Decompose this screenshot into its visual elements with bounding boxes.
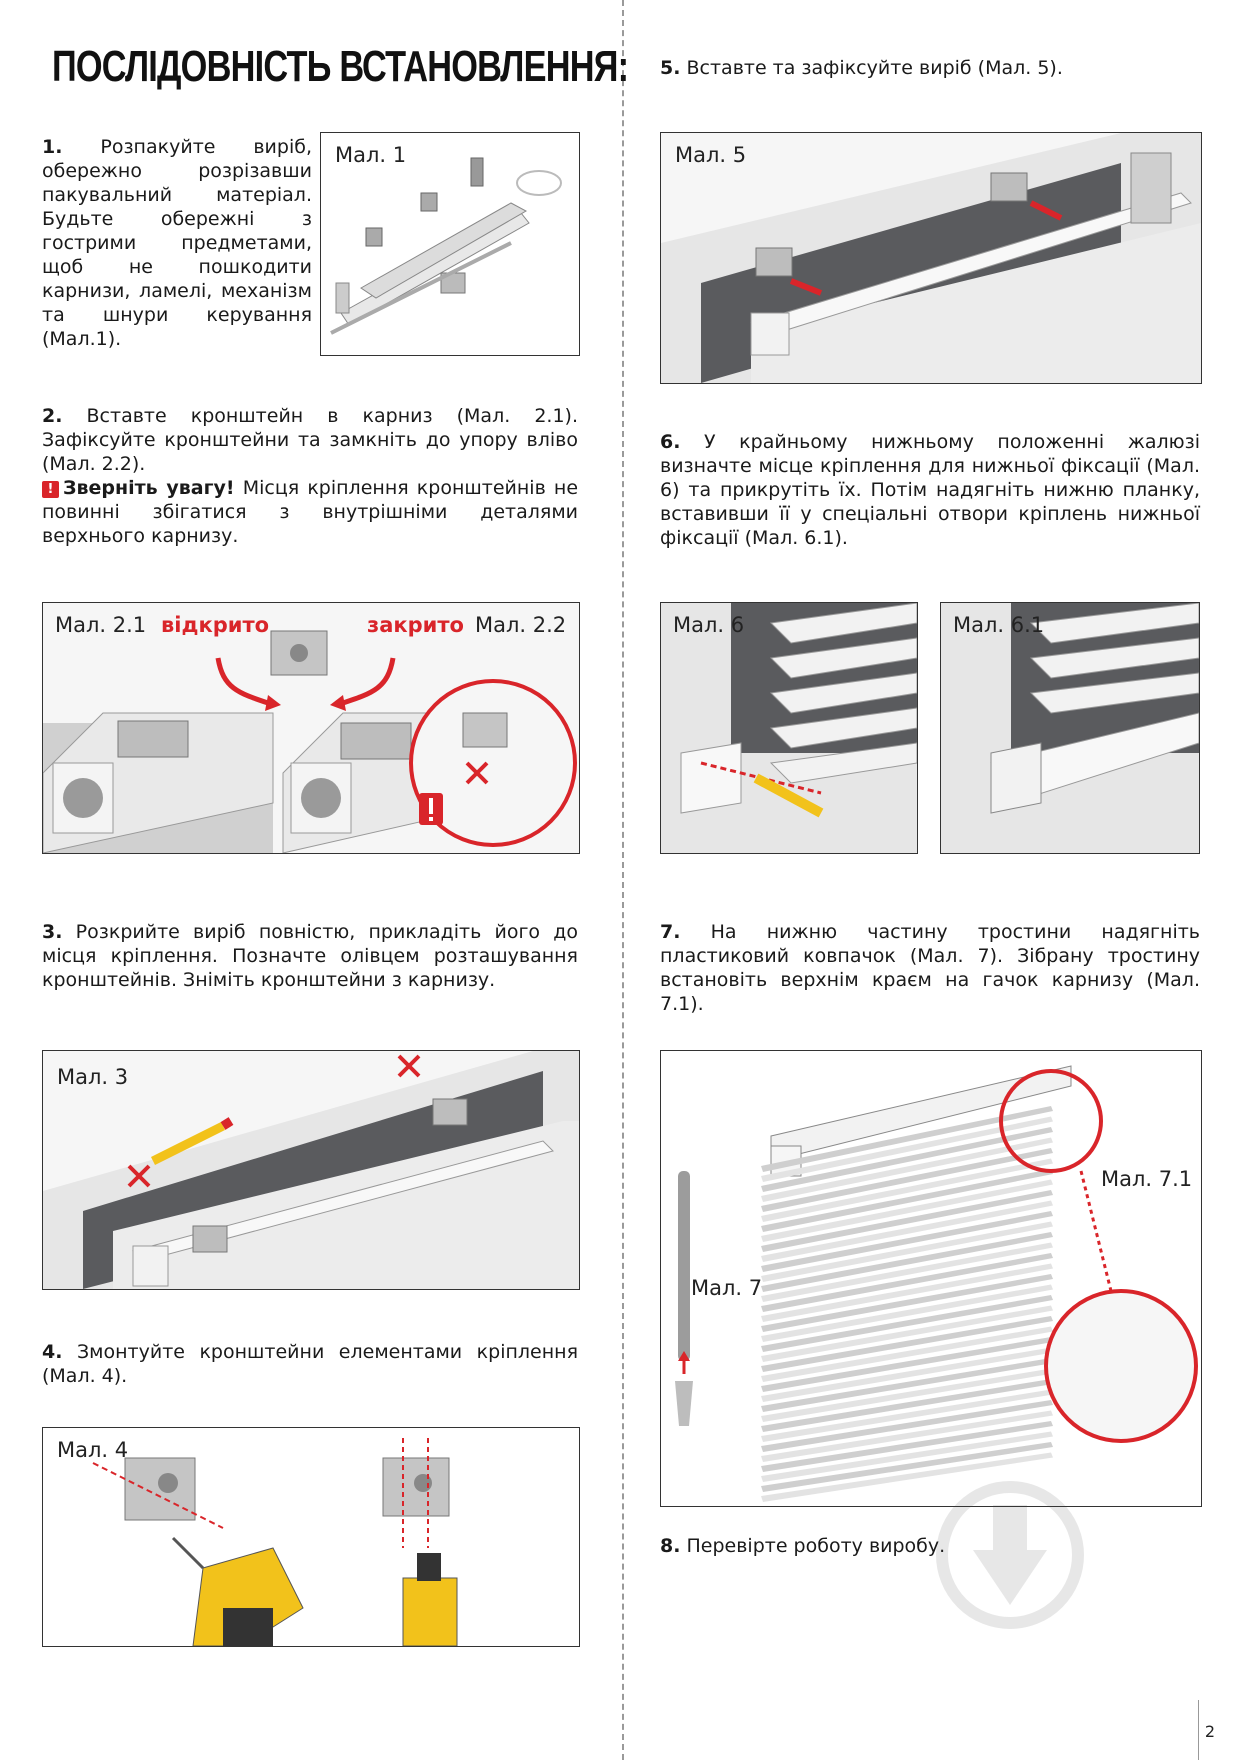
figure-2: Мал. 2.1 відкрито закрито Мал. 2.2 — [42, 602, 580, 854]
step-2-text: 2. Вставте кронштейн в карниз (Мал. 2.1)… — [42, 404, 578, 548]
blind-slat — [761, 1295, 1053, 1352]
blind-slat — [761, 1284, 1053, 1342]
step-7-text: 7. На нижню частину тростини надягніть п… — [660, 920, 1200, 1016]
blind-slat — [761, 1358, 1053, 1412]
blind-slat — [761, 1148, 1053, 1212]
step-4-number: 4. — [42, 1341, 63, 1363]
figure-5-illustration — [661, 133, 1201, 383]
figure-6-1-label: Мал. 6.1 — [953, 613, 1045, 637]
watermark-logo — [936, 1481, 1084, 1629]
step-2-body: Вставте кронштейн в карниз (Мал. 2.1). З… — [42, 405, 578, 475]
step-5-body: Вставте та зафіксуйте виріб (Мал. 5). — [686, 57, 1063, 79]
open-label: відкрито — [161, 613, 270, 637]
step-5-number: 5. — [660, 57, 681, 79]
step-6-text: 6. У крайньому нижньому положенні жалюзі… — [660, 430, 1200, 550]
step-1-body: Розпакуйте виріб, обережно розрізавши па… — [42, 136, 312, 350]
blind-slat — [761, 1263, 1053, 1322]
blind-slat — [761, 1116, 1053, 1182]
step-3-text: 3. Розкрийте виріб повністю, прикладіть … — [42, 920, 578, 992]
blind-slat — [761, 1106, 1053, 1172]
step-2-number: 2. — [42, 405, 63, 427]
blind-slat — [761, 1368, 1053, 1422]
blind-slat — [761, 1274, 1053, 1332]
step-8-number: 8. — [660, 1535, 681, 1557]
page-title: ПОСЛІДОВНІСТЬ ВСТАНОВЛЕННЯ: — [52, 42, 629, 91]
step-7-number: 7. — [660, 921, 681, 943]
figure-5-label: Мал. 5 — [675, 143, 747, 167]
blind-slat — [761, 1158, 1053, 1222]
blind-slat — [761, 1253, 1053, 1312]
blind-slat — [761, 1127, 1053, 1192]
figure-4: Мал. 4 — [42, 1427, 580, 1647]
step-4-text: 4. Змонтуйте кронштейни елементами кріпл… — [42, 1340, 578, 1388]
figure-6: Мал. 6 — [660, 602, 918, 854]
blind-slat — [761, 1326, 1053, 1382]
figure-5: Мал. 5 — [660, 132, 1202, 384]
blind-slat — [761, 1200, 1053, 1262]
warning-icon: ! — [42, 481, 59, 498]
figure-1: Мал. 1 — [320, 132, 580, 356]
blind-slat — [761, 1421, 1053, 1472]
figure-7-label: Мал. 7 — [691, 1276, 763, 1300]
step-6-body: У крайньому нижньому положенні жалюзі ви… — [660, 431, 1200, 549]
page-number: 2 — [1204, 1722, 1215, 1741]
figure-6-illustration — [661, 603, 917, 853]
figure-1-label: Мал. 1 — [335, 143, 407, 167]
blind-slat — [761, 1242, 1053, 1302]
blind-slat — [761, 1452, 1053, 1502]
blind-slat — [761, 1169, 1053, 1232]
blind-slat — [761, 1190, 1053, 1252]
step-3-body: Розкрийте виріб повністю, прикладіть йог… — [42, 921, 578, 991]
warning-label: Зверніть увагу! — [63, 477, 235, 499]
figure-2-2-label: Мал. 2.2 — [475, 613, 567, 637]
figure-4-illustration — [92, 1438, 458, 1646]
blind-slat — [761, 1179, 1053, 1242]
figure-3-illustration — [43, 1051, 579, 1289]
figure-7: Мал. 7 Мал. 7.1 — [660, 1050, 1202, 1507]
figure-7-illustration — [675, 1065, 1198, 1502]
step-3-number: 3. — [42, 921, 63, 943]
figure-6-1: Мал. 6.1 — [940, 602, 1200, 854]
blind-slat — [761, 1400, 1053, 1452]
blind-slat — [761, 1211, 1053, 1272]
blind-slat — [761, 1232, 1053, 1292]
step-8-text: 8. Перевірте роботу виробу. — [660, 1534, 1200, 1558]
blind-slat — [761, 1442, 1053, 1492]
blind-slat — [761, 1379, 1053, 1432]
blind-slat — [761, 1347, 1053, 1402]
warning-text: Місця кріплення кронштейнів не повинні з… — [42, 477, 579, 547]
figure-6-label: Мал. 6 — [673, 613, 745, 637]
blind-slat — [761, 1137, 1053, 1202]
step-5-text: 5. Вставте та зафіксуйте виріб (Мал. 5). — [660, 56, 1200, 80]
page-number-rule — [1198, 1700, 1199, 1760]
step-1-text: 1. Розпакуйте виріб, обережно розрізавши… — [42, 135, 312, 351]
step-7-body: На нижню частину тростини надягніть плас… — [660, 921, 1200, 1015]
figure-7-1-label: Мал. 7.1 — [1101, 1167, 1193, 1191]
step-4-body: Змонтуйте кронштейни елементами кріпленн… — [42, 1341, 579, 1387]
figure-3-label: Мал. 3 — [57, 1065, 129, 1089]
column-divider — [622, 0, 624, 1760]
step-8-body: Перевірте роботу виробу. — [686, 1535, 946, 1557]
figure-2-1-label: Мал. 2.1 — [55, 613, 147, 637]
figure-1-illustration — [330, 157, 562, 335]
blind-slat — [761, 1316, 1053, 1372]
figure-3: Мал. 3 — [42, 1050, 580, 1290]
figure-6-1-illustration — [941, 603, 1199, 853]
blind-slat — [761, 1337, 1053, 1392]
blind-slat — [761, 1221, 1053, 1282]
step-6-number: 6. — [660, 431, 681, 453]
closed-label: закрито — [367, 613, 464, 637]
figure-2-illustration — [43, 630, 577, 853]
blind-slat — [761, 1305, 1053, 1362]
blind-slat — [761, 1431, 1053, 1482]
figure-4-label: Мал. 4 — [57, 1438, 129, 1462]
step-1-number: 1. — [42, 136, 63, 158]
blind-slat — [761, 1410, 1053, 1462]
blind-slat — [761, 1389, 1053, 1442]
